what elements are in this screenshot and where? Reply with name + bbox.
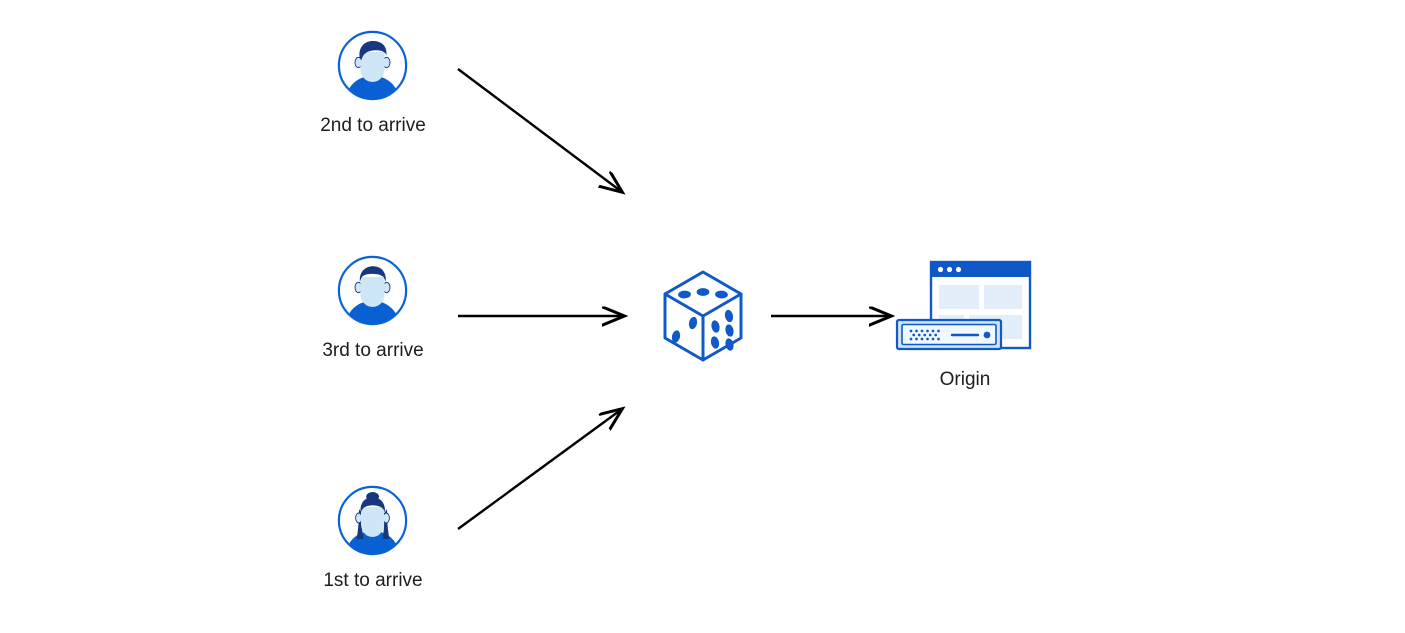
dice-right-pips — [710, 309, 734, 351]
user-avatar-icon — [337, 30, 408, 101]
node-label-visitor-1st: 1st to arrive — [323, 570, 423, 591]
server-vent-dots — [909, 329, 940, 341]
node-visitor-2nd[interactable]: 2nd to arrive — [320, 28, 426, 136]
origin-server-browser-icon — [895, 260, 1032, 351]
user-avatar-long-hair-icon — [337, 485, 408, 556]
node-origin[interactable]: Origin — [893, 258, 1038, 390]
node-label-visitor-2nd: 2nd to arrive — [320, 115, 426, 136]
node-randomizer[interactable] — [660, 268, 746, 364]
server-appliance-icon — [895, 318, 1003, 351]
user-avatar-icon — [337, 255, 408, 326]
node-visitor-3rd[interactable]: 3rd to arrive — [322, 253, 424, 361]
dice-left-pips — [671, 316, 698, 343]
dice-icon — [663, 270, 743, 362]
node-visitor-1st[interactable]: 1st to arrive — [323, 483, 423, 591]
dice-top-pips — [678, 288, 728, 299]
node-label-visitor-3rd: 3rd to arrive — [322, 340, 424, 361]
node-label-origin: Origin — [939, 369, 991, 390]
arrow-visitor1st-to-randomizer — [457, 409, 622, 530]
